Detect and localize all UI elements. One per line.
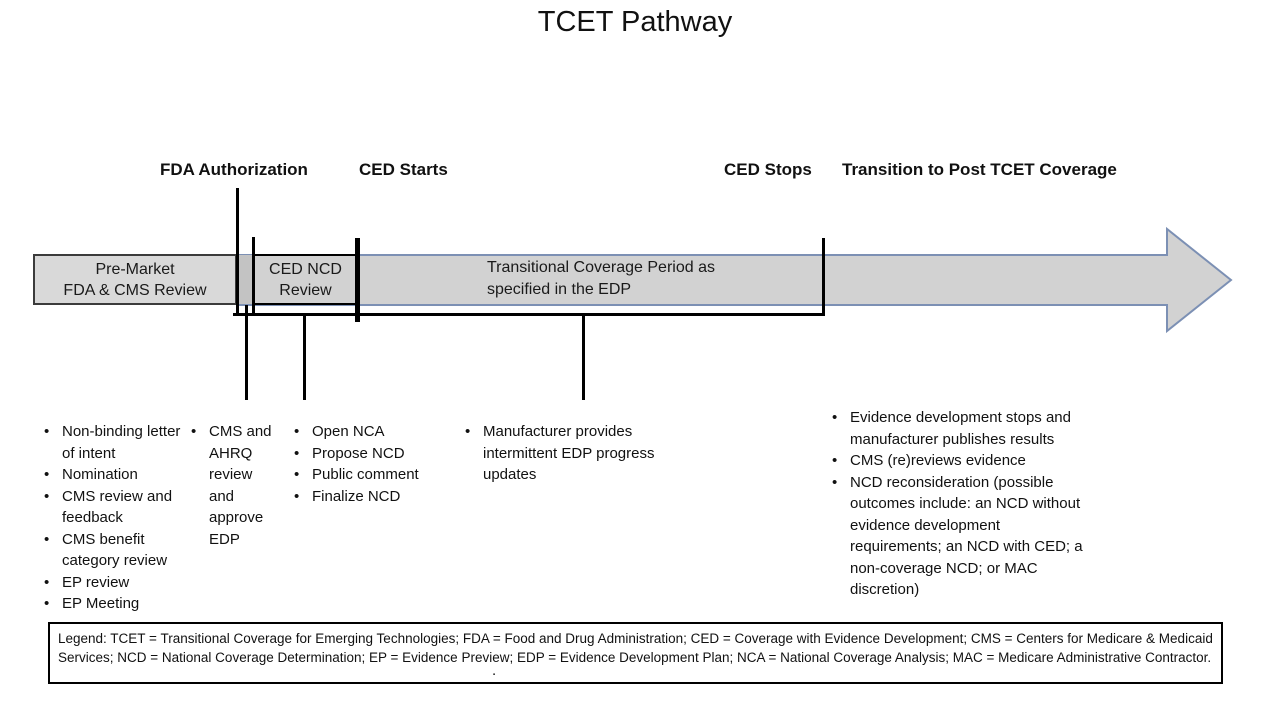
transitional-coverage-line2: specified in the EDP: [487, 281, 632, 298]
premarket-phase-line1: Pre-Market: [95, 260, 175, 278]
fda-authorization-marker-line: [236, 188, 239, 315]
list-item: •CMS benefit category review: [44, 529, 182, 572]
label-transition-post-tcet: Transition to Post TCET Coverage: [842, 160, 1117, 179]
bracket-line: [233, 313, 825, 316]
bullet-glyph: •: [294, 444, 300, 462]
transitional-coverage-line1: Transitional Coverage Period as: [487, 259, 715, 276]
ced-stops-marker-line: [822, 238, 825, 316]
bullet-glyph: •: [294, 487, 300, 505]
list-item: •CMS review and feedback: [44, 486, 182, 529]
list-item: •Manufacturer provides intermittent EDP …: [465, 421, 655, 486]
list-item: •Evidence development stops and manufact…: [832, 407, 1094, 450]
label-fda-authorization: FDA Authorization: [160, 160, 308, 179]
list-item: •Nomination: [44, 464, 182, 486]
list-item: •CMS and AHRQ review and approve EDP: [191, 421, 275, 550]
stray-period-mark: .: [492, 662, 497, 679]
edp-approval-list: •CMS and AHRQ review and approve EDP: [191, 421, 275, 550]
premarket-phase-line2: FDA & CMS Review: [63, 281, 207, 299]
connector-during-ced-line: [582, 313, 585, 400]
post-ced-list: •Evidence development stops and manufact…: [832, 407, 1094, 601]
fda-to-ced-gap-segment: [237, 255, 253, 304]
ced-starts-marker-line: [355, 238, 360, 322]
ced-ncd-start-marker-line: [252, 237, 255, 315]
list-item: •NCD reconsideration (possible outcomes …: [832, 472, 1094, 601]
nca-process-list: •Open NCA •Propose NCD •Public comment •…: [294, 421, 439, 507]
list-item: •Public comment: [294, 464, 439, 486]
bullet-glyph: •: [832, 473, 838, 491]
list-item: •Non-binding letter of intent: [44, 421, 182, 464]
bullet-glyph: •: [832, 409, 838, 426]
legend-box: Legend: TCET = Transitional Coverage for…: [48, 622, 1223, 684]
premarket-activities-list: •Non-binding letter of intent •Nominatio…: [44, 421, 182, 615]
list-item: •CMS (re)reviews evidence: [832, 450, 1094, 472]
label-ced-stops: CED Stops: [724, 160, 812, 179]
during-ced-list: •Manufacturer provides intermittent EDP …: [465, 421, 655, 486]
bullet-glyph: •: [44, 466, 50, 483]
bullet-glyph: •: [44, 595, 50, 612]
ced-ncd-review-line2: Review: [279, 281, 332, 299]
list-item: •Propose NCD: [294, 443, 439, 465]
ced-ncd-review-box: CED NCD Review: [253, 254, 358, 305]
bullet-glyph: •: [44, 573, 50, 591]
list-item: •Open NCA: [294, 421, 439, 443]
label-ced-starts: CED Starts: [359, 160, 448, 179]
bullet-glyph: •: [294, 466, 300, 483]
connector-edp-approval-line: [245, 305, 248, 400]
list-item: •EP review: [44, 572, 182, 594]
bullet-glyph: •: [44, 530, 50, 548]
transitional-coverage-label: Transitional Coverage Period as specifie…: [487, 257, 715, 301]
connector-nca-process-line: [303, 313, 306, 400]
list-item: •Finalize NCD: [294, 486, 439, 508]
premarket-phase-box: Pre-Market FDA & CMS Review: [33, 254, 237, 305]
ced-ncd-review-line1: CED NCD: [269, 260, 342, 278]
page-title: TCET Pathway: [537, 6, 733, 38]
bullet-glyph: •: [191, 423, 197, 440]
bullet-glyph: •: [44, 487, 50, 505]
bullet-glyph: •: [44, 423, 50, 440]
bullet-glyph: •: [832, 452, 838, 469]
list-item: •EP Meeting: [44, 593, 182, 615]
bullet-glyph: •: [294, 423, 300, 440]
bullet-glyph: •: [465, 423, 471, 440]
legend-text: Legend: TCET = Transitional Coverage for…: [58, 631, 1213, 665]
